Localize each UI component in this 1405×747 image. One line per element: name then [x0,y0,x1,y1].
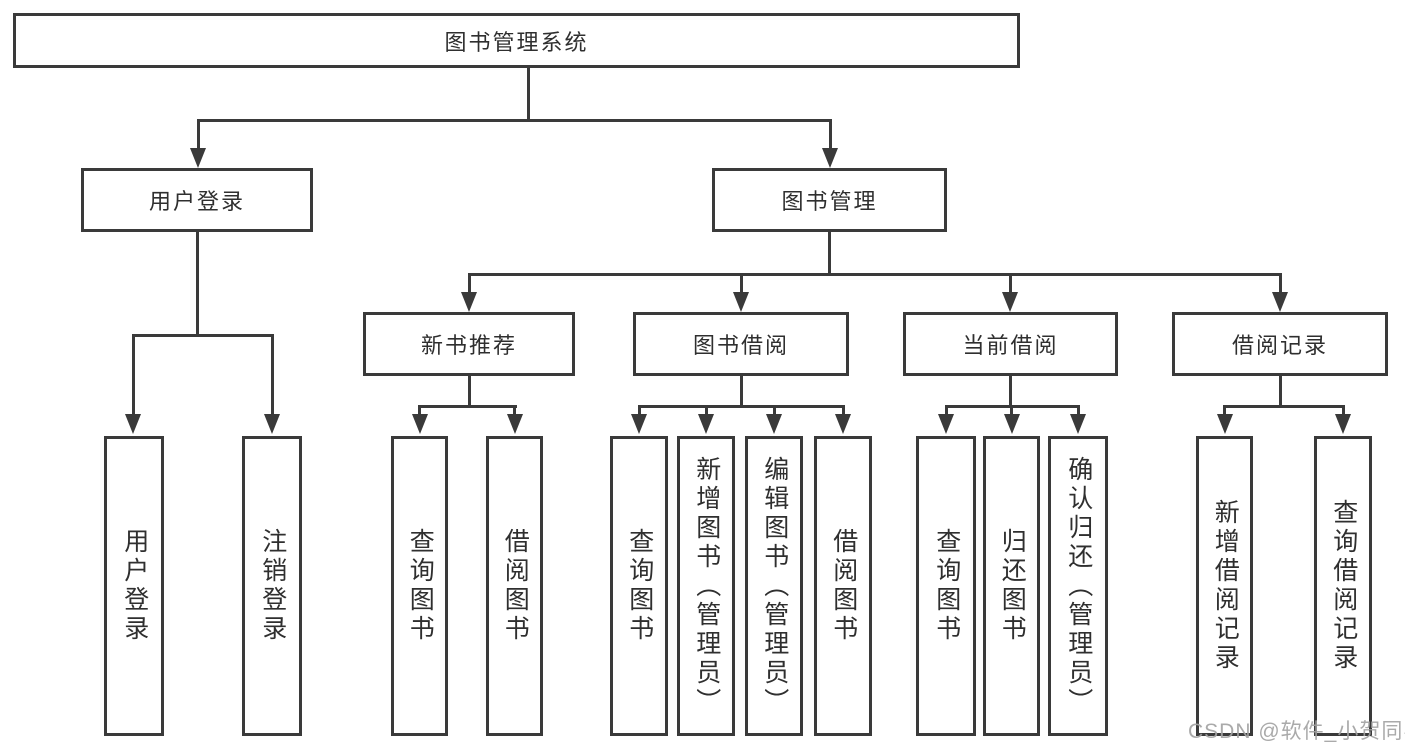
node-bb-borrow-book: 借阅图书 [814,436,872,736]
connector-line [131,334,135,416]
arrow-head [1216,414,1233,434]
connector-line [637,404,641,416]
node-nbr-query-book-label: 查询图书 [406,528,435,644]
arrow-head [1272,292,1288,312]
node-book-management-label: 图书管理 [781,189,878,214]
node-leaf-logout: 注销登录 [242,436,302,736]
connector-line [467,376,471,408]
connector-line [1278,376,1282,408]
node-bb-query-book: 查询图书 [610,436,668,736]
node-cb-query-book: 查询图书 [916,436,976,736]
node-borrow-record: 借阅记录 [1172,312,1388,376]
node-leaf-logout-label: 注销登录 [258,528,287,644]
node-bb-add-book: 新增图书（管理员） [677,436,735,736]
connector-line [131,334,274,337]
connector-line [1076,404,1080,416]
node-nbr-borrow-book-label: 借阅图书 [501,528,530,644]
connector-line [704,404,708,416]
connector-line [418,404,517,408]
node-book-borrow-label: 图书借阅 [692,333,789,358]
node-root: 图书管理系统 [13,13,1020,68]
connector-line [467,273,471,294]
connector-line [1010,404,1013,416]
arrow-head [461,292,477,312]
connector-line [196,119,831,122]
connector-line [944,404,948,416]
arrow-head [1003,414,1020,434]
node-br-add-record: 新增借阅记录 [1196,436,1253,736]
connector-line [1223,404,1345,408]
arrow-head [733,292,749,312]
connector-line [739,273,743,294]
arrow-head [822,148,838,168]
node-cb-confirm-return-label: 确认归还（管理员） [1064,455,1093,717]
node-borrow-record-label: 借阅记录 [1231,333,1328,358]
node-leaf-user-login-label: 用户登录 [120,528,149,644]
connector-line [739,376,743,408]
connector-line [841,404,845,416]
arrow-head [125,414,141,434]
node-current-borrow-label: 当前借阅 [962,333,1059,358]
arrow-head [411,414,428,434]
arrow-head [1335,414,1351,434]
connector-line [637,404,845,408]
node-cb-query-book-label: 查询图书 [932,528,961,644]
arrow-head [264,414,280,434]
arrow-head [938,414,954,434]
arrow-head [766,414,782,434]
node-new-book-recommend-label: 新书推荐 [420,333,517,358]
node-nbr-query-book: 查询图书 [391,436,448,736]
node-br-add-record-label: 新增借阅记录 [1211,499,1240,673]
connector-line [1278,273,1282,294]
arrow-head [1070,414,1086,434]
connector-line [1009,273,1012,294]
connector-line [1009,376,1012,408]
connector-line [828,119,832,150]
connector-line [513,404,516,416]
connector-line [467,273,1282,276]
arrow-head [835,414,851,434]
node-bb-query-book-label: 查询图书 [625,528,654,644]
node-nbr-borrow-book: 借阅图书 [486,436,543,736]
arrow-head [698,414,714,434]
connector-line [195,232,199,336]
connector-line [526,68,530,121]
node-cb-confirm-return: 确认归还（管理员） [1048,436,1108,736]
node-br-query-record: 查询借阅记录 [1314,436,1372,736]
node-root-label: 图书管理系统 [444,29,589,55]
node-leaf-user-login: 用户登录 [104,436,164,736]
node-user-login: 用户登录 [81,168,313,232]
arrow-head [1002,292,1018,312]
node-cb-return-book-label: 归还图书 [998,528,1027,644]
arrow-head [506,414,523,434]
arrow-head [631,414,647,434]
node-bb-add-book-label: 新增图书（管理员） [692,455,721,717]
connector-line [1223,404,1226,416]
csdn-watermark: CSDN @软件_小贺同学 [1188,720,1405,743]
arrow-head [190,148,206,168]
node-br-query-record-label: 查询借阅记录 [1329,499,1358,673]
connector-line [270,334,274,416]
connector-line [418,404,421,416]
node-new-book-recommend: 新书推荐 [363,312,575,376]
node-book-management: 图书管理 [712,168,947,232]
node-cb-return-book: 归还图书 [983,436,1040,736]
node-bb-edit-book: 编辑图书（管理员） [745,436,803,736]
node-book-borrow: 图书借阅 [633,312,849,376]
node-current-borrow: 当前借阅 [903,312,1118,376]
connector-line [196,119,200,150]
node-user-login-label: 用户登录 [148,189,245,214]
node-bb-borrow-book-label: 借阅图书 [829,528,858,644]
connector-line [1341,404,1345,416]
connector-line [828,232,831,275]
connector-line [772,404,776,416]
node-bb-edit-book-label: 编辑图书（管理员） [760,455,789,717]
